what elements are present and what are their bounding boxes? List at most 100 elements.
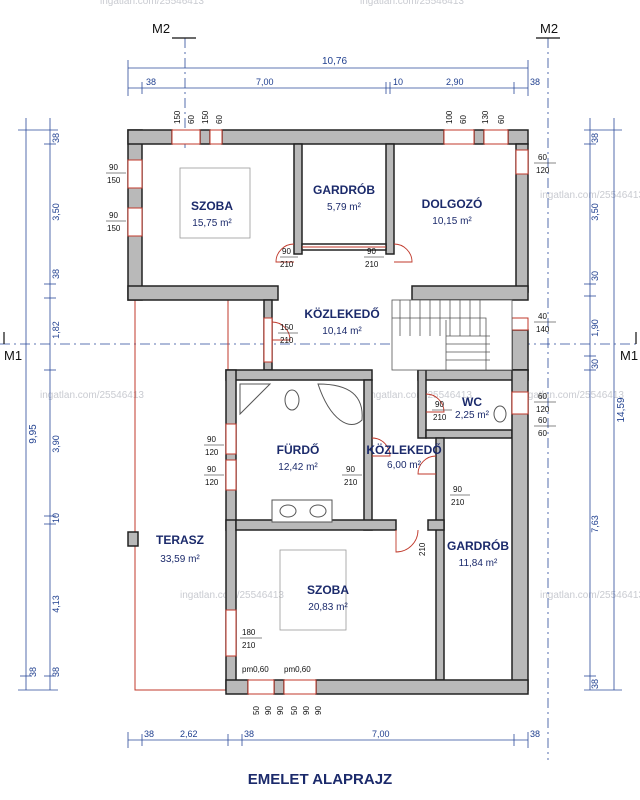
wall-top-5 — [507, 129, 529, 145]
door-gardrob2 — [417, 455, 437, 475]
dim-left-outer-bottom: 38 — [28, 667, 38, 677]
opening-6-height: 210 — [280, 336, 294, 345]
wall-top-2 — [199, 129, 211, 145]
wall-wc-bottom — [425, 429, 513, 439]
window-furdo-2 — [225, 459, 237, 491]
opening-10-width: 90 — [346, 465, 355, 474]
dim-top-total: 10,76 — [322, 56, 347, 67]
sill-height-1: pm0,60 — [242, 665, 269, 674]
room-wc-name: WC — [462, 395, 482, 409]
section-axes: M2 M2 M1 M1 — [0, 21, 640, 760]
door-gardrob-left — [275, 243, 295, 263]
room-furdo-area: 12,42 m² — [278, 462, 318, 473]
dim-top-4: 2,90 — [446, 77, 464, 87]
dim-left-3: 38 — [51, 269, 61, 279]
wall-top-4 — [473, 129, 485, 145]
wall-wc-left — [417, 369, 427, 439]
watermark-7: ingatlan.com/25546413 — [100, 0, 204, 7]
windows — [127, 129, 529, 695]
dim-bottom-2: 2,62 — [180, 729, 198, 739]
window-left-2 — [127, 207, 143, 237]
window-szoba2-terrace — [225, 609, 237, 657]
opening-1-height: 150 — [107, 176, 121, 185]
opening-11-width: 90 — [435, 400, 444, 409]
opening-5-width: 60 — [538, 153, 547, 162]
dim-right-3: 30 — [590, 271, 600, 281]
opening-2-width: 90 — [109, 211, 118, 220]
doors — [271, 243, 445, 553]
dim-left-total: 9,95 — [28, 424, 39, 444]
opening-8-width: 90 — [207, 435, 216, 444]
dim-right-total: 14,59 — [616, 397, 627, 422]
window-left-1 — [127, 159, 143, 189]
window-right-2 — [511, 317, 529, 331]
wall-gardrob-right — [385, 143, 395, 255]
opening-7-height: 140 — [536, 325, 550, 334]
terrace-outline — [134, 291, 229, 691]
opening-9-height: 120 — [205, 478, 219, 487]
bed-szoba-1 — [179, 167, 251, 239]
top-opening-3: 150 — [201, 110, 210, 124]
opening-4-height: 210 — [365, 260, 379, 269]
top-dimensions: 10,76 38 7,00 10 2,90 38 — [127, 56, 540, 96]
bottom-dimensions: 38 2,62 38 7,00 38 — [127, 729, 540, 748]
room-szoba-2-area: 20,83 m² — [308, 602, 348, 613]
bottom-opening-2: 90 — [264, 706, 273, 715]
watermark-4: ingatlan.com/25546413 — [520, 390, 624, 401]
toilet-furdo — [284, 389, 300, 411]
room-dolgozo-area: 10,15 m² — [432, 216, 472, 227]
bottom-opening-4: 50 — [290, 706, 299, 715]
dim-right-2: 3,50 — [590, 203, 600, 221]
wall-szoba-bottom — [127, 285, 279, 301]
dim-bottom-1: 38 — [144, 729, 154, 739]
dim-right-5: 30 — [590, 359, 600, 369]
dim-right-7: 38 — [590, 679, 600, 689]
window-right-3 — [511, 391, 529, 415]
room-wc-area: 2,25 m² — [455, 410, 490, 421]
bottom-opening-3: 90 — [276, 706, 285, 715]
wall-top-1 — [127, 129, 173, 145]
dim-left-6: 10 — [51, 513, 61, 523]
dim-right-1: 38 — [590, 133, 600, 143]
top-opening-5: 100 — [445, 110, 454, 124]
window-top-1 — [171, 129, 201, 145]
wall-szoba2-left — [225, 519, 237, 691]
opening-15-height: 210 — [242, 641, 256, 650]
fixtures — [179, 167, 507, 631]
window-top-3 — [443, 129, 475, 145]
opening-6-width: 150 — [280, 323, 294, 332]
room-szoba-1-name: SZOBA — [191, 199, 233, 213]
dim-bottom-4: 7,00 — [372, 729, 390, 739]
dim-left-2: 3,50 — [51, 203, 61, 221]
opening-13-width: 90 — [453, 485, 462, 494]
axis-label-m2-right: M2 — [540, 21, 558, 36]
opening-9-width: 90 — [207, 465, 216, 474]
room-labels: SZOBA 15,75 m² GARDRÓB 5,79 m² DOLGOZÓ 1… — [156, 182, 509, 613]
opening-7-width: 40 — [538, 312, 547, 321]
dim-left-1: 38 — [51, 133, 61, 143]
dim-left-7: 4,13 — [51, 595, 61, 613]
dim-top-2: 7,00 — [256, 77, 274, 87]
opening-12-d: 60 — [538, 429, 547, 438]
dim-left-5: 3,90 — [51, 435, 61, 453]
top-opening-8: 60 — [497, 115, 506, 124]
window-kozl-terrace — [263, 317, 273, 363]
opening-4-width: 90 — [367, 247, 376, 256]
right-dimensions: 38 3,50 30 1,90 30 7,63 38 14,59 — [584, 118, 627, 691]
top-opening-6: 60 — [459, 115, 468, 124]
window-furdo-1 — [225, 423, 237, 455]
room-gardrob-1-name: GARDRÓB — [313, 182, 375, 197]
opening-labels: 150 60 150 60 100 60 130 60 50 90 90 50 … — [106, 110, 556, 715]
top-opening-4: 60 — [215, 115, 224, 124]
opening-12-c: 60 — [538, 416, 547, 425]
bottom-opening-6: 90 — [314, 706, 323, 715]
wall-top-3 — [221, 129, 445, 145]
opening-14: 210 — [418, 542, 427, 556]
room-gardrob-1-area: 5,79 m² — [327, 202, 362, 213]
left-dimensions: 38 3,50 38 1,82 3,90 10 4,13 38 9,95 38 — [18, 118, 61, 691]
axis-label-m2-left: M2 — [152, 21, 170, 36]
dim-bottom-3: 38 — [244, 729, 254, 739]
wall-bottom-3 — [315, 679, 529, 695]
sink-2 — [309, 504, 327, 518]
